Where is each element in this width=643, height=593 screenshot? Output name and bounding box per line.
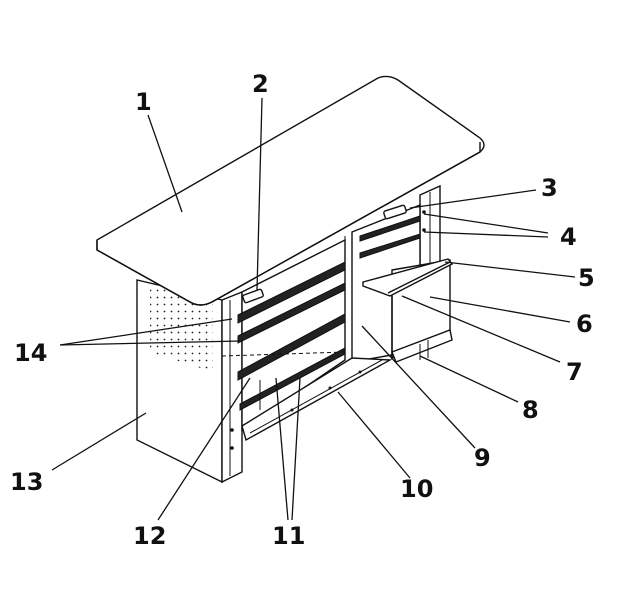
- label-part-7: 7: [566, 358, 583, 386]
- center-shelving: [221, 238, 393, 442]
- label-part-8: 8: [522, 396, 539, 424]
- part-labels: 1 2 3 4 5 6 7 8 9 10 11 12 13 14: [10, 70, 595, 550]
- label-part-12: 12: [133, 522, 166, 550]
- label-part-11: 11: [272, 522, 305, 550]
- label-part-5: 5: [578, 264, 595, 292]
- label-part-1: 1: [135, 88, 152, 116]
- label-part-2: 2: [252, 70, 269, 98]
- label-part-10: 10: [400, 475, 433, 503]
- leader-lines: [51, 97, 576, 521]
- pull-out-drawer: [362, 258, 454, 363]
- label-part-13: 13: [10, 468, 43, 496]
- table-top: [96, 75, 485, 306]
- label-part-6: 6: [576, 310, 593, 338]
- label-part-14: 14: [14, 339, 47, 367]
- label-part-9: 9: [474, 444, 491, 472]
- label-part-3: 3: [541, 174, 558, 202]
- left-pedestal: [136, 279, 243, 484]
- label-part-4: 4: [560, 223, 577, 251]
